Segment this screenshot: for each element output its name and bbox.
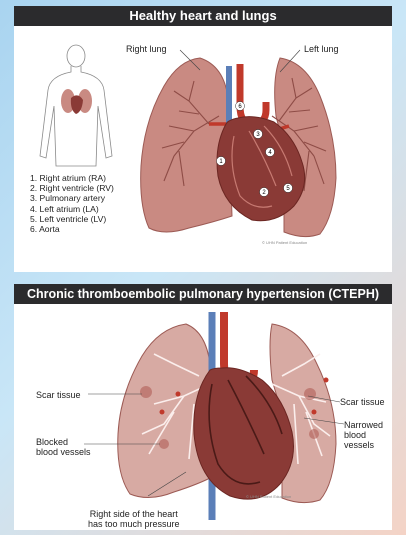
legend-item: 1. Right atrium (RA) xyxy=(30,173,114,183)
blocked-line-1: Blocked xyxy=(36,437,91,447)
mini-heart-lungs xyxy=(61,89,92,114)
marker-6: 6 xyxy=(236,102,245,111)
legend-item: 3. Pulmonary artery xyxy=(30,193,114,203)
marker-4: 4 xyxy=(266,148,275,157)
pressure-line-1: Right side of the heart xyxy=(88,509,180,519)
legend-item: 2. Right ventricle (RV) xyxy=(30,183,114,193)
healthy-aorta xyxy=(240,64,266,124)
narrowed-line-2: blood vessels xyxy=(344,430,392,450)
scar-tissue-left-label: Scar tissue xyxy=(36,390,81,400)
marker-3: 3 xyxy=(254,130,263,139)
pressure-line-2: has too much pressure xyxy=(88,519,180,529)
legend-item: 6. Aorta xyxy=(30,224,114,234)
cteph-panel: Chronic thromboembolic pulmonary hyperte… xyxy=(14,284,392,530)
narrowed-vessels-label: Narrowed blood vessels xyxy=(344,420,392,450)
right-lung-label: Right lung xyxy=(126,44,167,54)
narrowed-line-1: Narrowed xyxy=(344,420,392,430)
marker-1: 1 xyxy=(217,157,226,166)
healthy-credit: © UHN Patient Education xyxy=(262,240,307,245)
legend-item: 4. Left atrium (LA) xyxy=(30,204,114,214)
cteph-credit: © UHN Patient Education xyxy=(246,494,291,499)
scar-tissue-right-label: Scar tissue xyxy=(340,397,385,407)
pressure-label: Right side of the heart has too much pre… xyxy=(88,509,180,529)
blocked-vessels-label: Blocked blood vessels xyxy=(36,437,91,457)
heart-legend: 1. Right atrium (RA) 2. Right ventricle … xyxy=(30,173,114,234)
cteph-illustration xyxy=(14,284,392,530)
left-lung-label: Left lung xyxy=(304,44,339,54)
legend-item: 5. Left ventricle (LV) xyxy=(30,214,114,224)
marker-2: 2 xyxy=(260,188,269,197)
blocked-line-2: blood vessels xyxy=(36,447,91,457)
marker-5: 5 xyxy=(284,184,293,193)
healthy-panel: Healthy heart and lungs 1 2 xyxy=(14,6,392,272)
